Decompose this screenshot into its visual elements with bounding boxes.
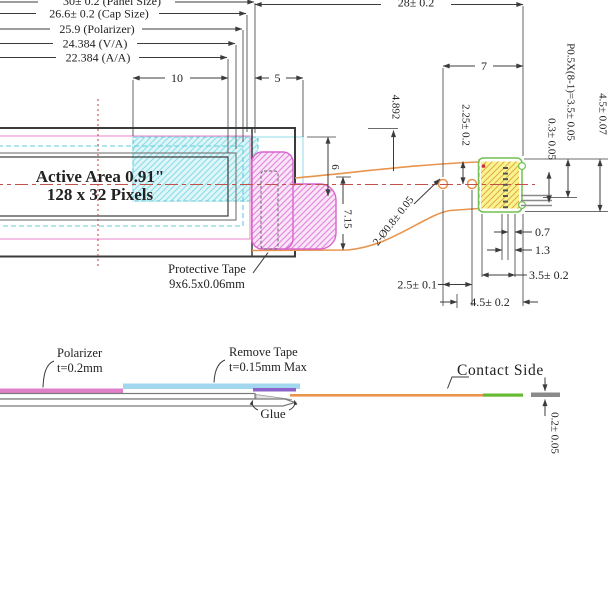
protective-tape-label-line2: 9x6.5x0.06mm [169,277,245,291]
dim-7-text: 7 [481,59,487,73]
polarizer-label-line1: Polarizer [57,346,103,360]
dim-28: 28± 0.2 [254,0,524,156]
active-area-title-line1: Active Area 0.91" [36,167,165,186]
polarizer-label: Polarizer t=0.2mm [42,346,103,388]
dim-0-7: 0.7 [494,225,550,239]
dim-7-15-text: 7.15 [342,209,354,229]
contact-side-label: Contact Side [447,362,544,389]
dim-pitch: P0.5X(8-1)=3.5± 0.05 [565,43,577,198]
dim-va: 24.384 (V/A) [0,37,237,149]
dim-polarizer-text: 25.9 (Polarizer) [59,22,134,36]
dim-2-5-text: 2.5± 0.1 [397,278,437,292]
dim-5-text: 5 [275,71,281,85]
dim-aa-text: 22.384 (A/A) [66,51,131,65]
dim-2-5: 2.5± 0.1 [397,278,473,292]
glue-label: Glue [249,400,298,421]
protective-tape-1 [251,151,294,250]
base-glass-layer [0,398,297,407]
aa-outline [0,156,229,217]
dim-0-3-text: 0.3± 0.05 [546,118,558,160]
horizontal-dimensions: 28± 0.2 10 5 7 [132,0,524,177]
protective-tape-label: Protective Tape 9x6.5x0.06mm [168,252,269,291]
dim-6-text: 6 [329,164,341,170]
dim-28-text: 28± 0.2 [398,0,435,10]
connector-pins [503,167,508,209]
dim-5: 5 [254,71,304,137]
va-outline [0,152,237,221]
dim-4-892: 4.892 [368,95,402,171]
dim-2-25-text: 2.25± 0.2 [460,104,472,146]
dim-4-5: 4.5± 0.2 [440,295,538,309]
pin1-mark [482,164,486,168]
dim-0-3: 0.3± 0.05 [546,118,558,203]
dim-4-5-007: 4.5± 0.07 [597,93,609,212]
dim-0-2: 0.2± 0.05 [542,377,561,454]
dim-7-15: 7.15 [336,176,354,251]
fpc-bottom-edge [251,207,480,252]
dim-4-892-text: 4.892 [390,95,402,120]
side-view: Polarizer t=0.2mm Remove Tape t=0.15mm M… [0,345,561,454]
polarizer-edge-layer [253,388,296,392]
dim-2-25: 2.25± 0.2 [460,104,472,185]
dim-panel-size-text: 30± 0.2 (Panel Size) [63,0,161,8]
connector-right-dimensions: 0.3± 0.05 P0.5X(8-1)=3.5± 0.05 4.5± 0.07 [524,43,609,212]
connector-notch-top [517,162,526,171]
dim-4-5-007-text: 4.5± 0.07 [597,93,609,135]
remove-tape-hatch [132,136,259,202]
dim-1-3-text: 1.3 [535,243,550,257]
dim-0-7-text: 0.7 [535,225,550,239]
contact-side-text: Contact Side [457,362,544,379]
polarizer-label-line2: t=0.2mm [57,361,103,375]
fpc-end-section [531,392,560,397]
fpc-side [290,394,483,397]
cap-size-outline [0,135,251,240]
front-view: Active Area 0.91" 128 x 32 Pixels [0,99,552,268]
dim-3-5-text: 3.5± 0.2 [529,268,569,282]
remove-tape-layer [123,383,300,389]
dim-3-5: 3.5± 0.2 [481,268,569,282]
dim-va-text: 24.384 (V/A) [63,37,128,51]
active-area-title-line2: 128 x 32 Pixels [47,185,154,204]
connector-bottom-dimensions: 0.7 1.3 3.5± 0.2 2.5± 0.1 4.5± 0.2 [397,190,569,309]
polarizer-outline [0,145,244,227]
dim-7: 7 [442,59,524,177]
dim-10-text: 10 [171,71,183,85]
cap-glass-layer [0,392,256,400]
dim-1-3: 1.3 [487,243,550,257]
remove-tape-label: Remove Tape t=0.15mm Max [213,345,308,383]
contact-side-pads [483,393,523,397]
dim-aa: 22.384 (A/A) [0,51,229,153]
holes-callout: 2-Ø0.8± 0.05 [371,178,441,248]
contact-ledge-outline [260,170,279,250]
dim-0-2-text: 0.2± 0.05 [549,412,561,454]
dim-polarizer: 25.9 (Polarizer) [0,22,244,142]
dim-6: 6 [307,136,341,197]
fpc-top-edge [294,161,480,179]
holes-callout-text: 2-Ø0.8± 0.05 [371,194,417,248]
remove-tape-label-line2: t=0.15mm Max [229,360,308,374]
dim-10: 10 [132,71,229,136]
dim-cap-size-text: 26.6± 0.2 (Cap Size) [49,7,149,21]
stacked-dimensions: 30± 0.2 (Panel Size) 26.6± 0.2 (Cap Size… [0,0,256,153]
dim-4-5-text: 4.5± 0.2 [470,295,510,309]
dim-pitch-text: P0.5X(8-1)=3.5± 0.05 [565,43,577,141]
remove-tape-label-line1: Remove Tape [229,345,298,359]
polarizer-layer [0,388,123,393]
protective-tape-label-line1: Protective Tape [168,262,246,276]
dim-panel-size: 30± 0.2 (Panel Size) [0,0,256,133]
glue-label-text: Glue [260,406,286,421]
dim-cap-size: 26.6± 0.2 (Cap Size) [0,7,248,132]
